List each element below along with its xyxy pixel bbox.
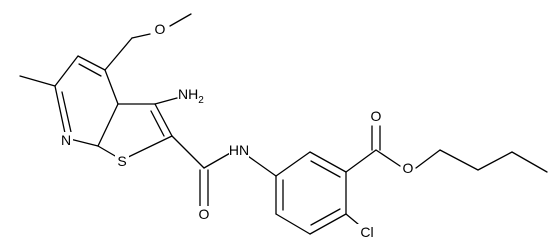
bond-c3r-cester [345,149,377,173]
bond-c4-c5-inner [78,63,102,77]
amide-oxygen-label: O [199,206,210,222]
atom-methoxy-oxygen: O [153,20,167,38]
bond-c3-nh2 [154,97,178,105]
atom-amino-group: NH2 [178,86,204,106]
bond-c2-c3 [154,103,173,137]
bond-cbu2-cbu3 [477,151,513,171]
bond-c2r-c3r-inner [310,160,341,178]
amino-label: NH2 [178,86,204,106]
atom-amide-nitrogen: HN [229,142,249,159]
pyridine-nitrogen-label: N [61,132,71,148]
thiophene-sulfur-label: S [117,153,126,169]
bond-c1-c2r [275,151,311,177]
atom-chlorine: Cl [357,224,377,241]
bond-s-c2 [121,135,173,161]
bond-c4r-c5r [309,213,347,235]
bond-c4-c5 [77,55,106,71]
amide-nh-label: HN [229,142,249,158]
bond-c2-camide [171,135,205,169]
chlorine-label: Cl [360,224,373,240]
bond-c6-me [19,75,56,87]
ester-carbonyl-oxygen-label: O [371,108,382,124]
bond-c4r-cl [345,213,359,225]
bond-ch3-o [169,13,192,27]
bond-n-c1 [244,153,277,177]
bond-ch2-c4 [104,37,133,71]
atom-pyridine-nitrogen: N [59,132,73,149]
bond-o-ch2 [131,33,151,39]
bond-c4r-c5r-inner [310,208,341,226]
bonds [19,13,548,235]
atom-amide-oxygen: O [197,206,211,223]
ester-oxygen-label: O [403,160,414,176]
atom-thiophene-sulfur: S [115,153,129,170]
methoxy-oxygen-label: O [155,21,166,37]
atom-ester-oxygen: O [401,160,415,177]
bond-c7a-c3a [97,103,119,147]
bond-cester-o [375,149,401,167]
bond-c5r-c6r [275,213,311,235]
bond-c5-c6 [54,55,79,87]
bond-camide-n [203,151,233,169]
bond-c6-n [54,85,67,139]
bond-cbu1-cbu2 [439,149,479,171]
bond-c3a-c4 [104,69,119,105]
bond-c2r-c3r [309,151,347,173]
bond-c6-n-inner [61,91,72,133]
bond-o-cbu1 [415,149,441,169]
bond-cbu3-cbu4 [511,151,548,173]
atom-labels: O NH2 N S HN O O O [59,20,415,241]
bond-c2-c3-inner [150,110,165,137]
atom-ester-carbonyl-oxygen: O [369,108,383,125]
